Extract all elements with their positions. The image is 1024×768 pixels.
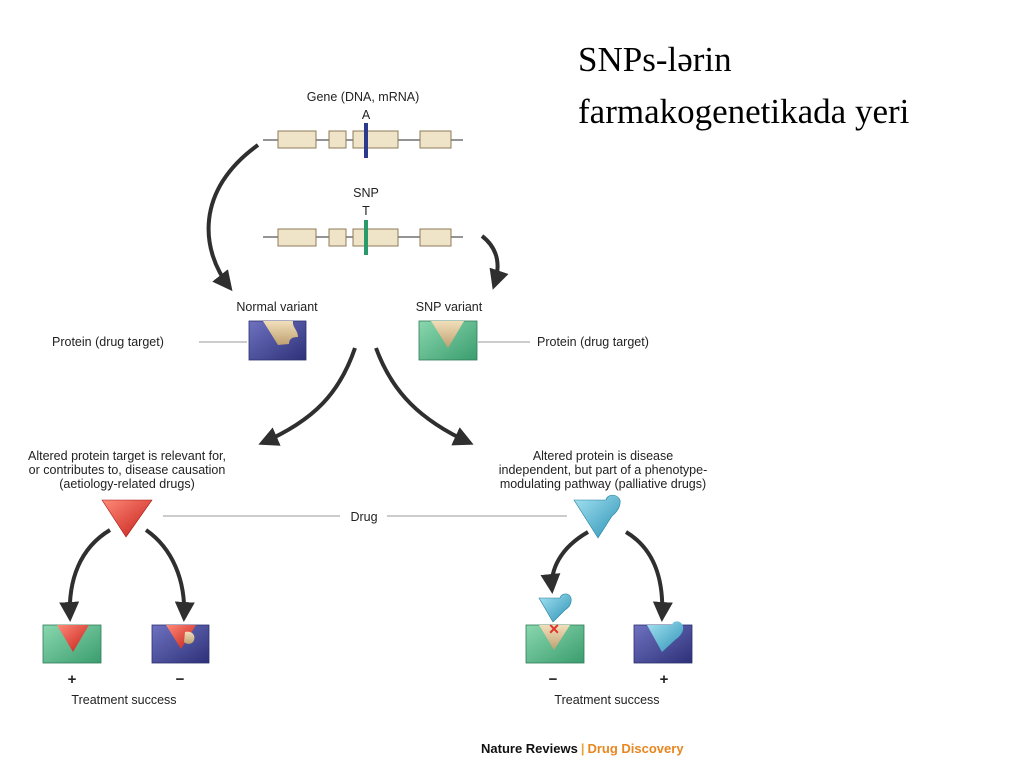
gene-label: Gene (DNA, mRNA) xyxy=(307,90,420,104)
snp-label: SNP xyxy=(353,186,379,200)
outcome-right-failure: × xyxy=(525,593,585,664)
exon-1 xyxy=(277,130,317,149)
outcome-left-failure xyxy=(151,624,210,664)
outcome-left-failure-bump xyxy=(184,631,195,644)
aetiology-drug xyxy=(101,499,153,538)
left-minus-sign: − xyxy=(176,671,185,688)
source-credit: Nature Reviews|Drug Discovery xyxy=(481,741,684,756)
left-branch-line-2: or contributes to, disease causation xyxy=(29,463,226,477)
outcome-right-failure-drug xyxy=(538,593,572,623)
outcome-right-success xyxy=(633,621,693,664)
allele-snp-label: T xyxy=(362,204,370,218)
gene-normal xyxy=(263,123,463,158)
outcome-right-failure-pocket xyxy=(539,625,570,650)
arrow-to-palliative xyxy=(374,347,474,446)
outcome-right-success-drug xyxy=(647,621,684,652)
right-branch-line-3: modulating pathway (palliative drugs) xyxy=(500,477,706,491)
normal-protein xyxy=(248,320,307,361)
right-minus-sign: − xyxy=(549,671,558,688)
normal-variant-label: Normal variant xyxy=(236,300,318,314)
treatment-success-right: Treatment success xyxy=(554,693,659,707)
exon-3 xyxy=(352,130,399,149)
slide-title: SNPs-lərin farmakogenetikada yeri xyxy=(578,34,1008,138)
allele-normal-marker xyxy=(364,123,368,158)
snp-protein xyxy=(418,320,478,361)
allele-normal-label: A xyxy=(362,108,371,122)
left-branch-line-3: (aetiology-related drugs) xyxy=(59,477,195,491)
failure-mark: × xyxy=(549,619,560,639)
outcome-left-success-drug xyxy=(57,625,89,652)
outcome-left-success xyxy=(42,624,102,664)
allele-snp-marker xyxy=(364,220,368,255)
slide-title-line-2: farmakogenetikada yeri xyxy=(578,92,910,131)
source-section: Drug Discovery xyxy=(587,741,684,756)
left-plus-sign: + xyxy=(68,671,77,688)
outcome-left-failure-drug xyxy=(166,625,196,649)
snp-exon-2 xyxy=(328,228,347,247)
slide-title-line-1: SNPs-lərin xyxy=(578,40,732,79)
right-plus-sign: + xyxy=(660,671,669,688)
exon-4 xyxy=(419,130,452,149)
snp-protein-pocket xyxy=(431,321,464,348)
drug-label: Drug xyxy=(350,510,377,524)
right-branch-line-1: Altered protein is disease xyxy=(533,449,673,463)
snp-exon-3 xyxy=(352,228,399,247)
source-separator: | xyxy=(580,741,585,756)
right-branch-line-2: independent, but part of a phenotype- xyxy=(499,463,708,477)
snp-exon-4 xyxy=(419,228,452,247)
arrow-to-aetiology xyxy=(258,347,357,446)
arrow-gene-to-normal xyxy=(206,143,260,292)
exon-2 xyxy=(328,130,347,149)
arrow-right-plus xyxy=(624,530,673,622)
gene-snp xyxy=(263,220,463,255)
protein-label-right: Protein (drug target) xyxy=(537,335,649,349)
protein-label-left: Protein (drug target) xyxy=(52,335,164,349)
left-branch-line-1: Altered protein target is relevant for, xyxy=(28,449,226,463)
treatment-success-left: Treatment success xyxy=(71,693,176,707)
arrow-right-minus xyxy=(540,530,589,594)
snp-variant-label: SNP variant xyxy=(416,300,483,314)
arrow-left-plus xyxy=(59,528,112,622)
normal-protein-pocket xyxy=(263,321,298,345)
arrow-snp-to-variant xyxy=(480,234,509,290)
source-journal: Nature Reviews xyxy=(481,741,578,756)
palliative-drug xyxy=(573,494,621,539)
snp-exon-1 xyxy=(277,228,317,247)
arrow-left-minus xyxy=(144,528,195,622)
